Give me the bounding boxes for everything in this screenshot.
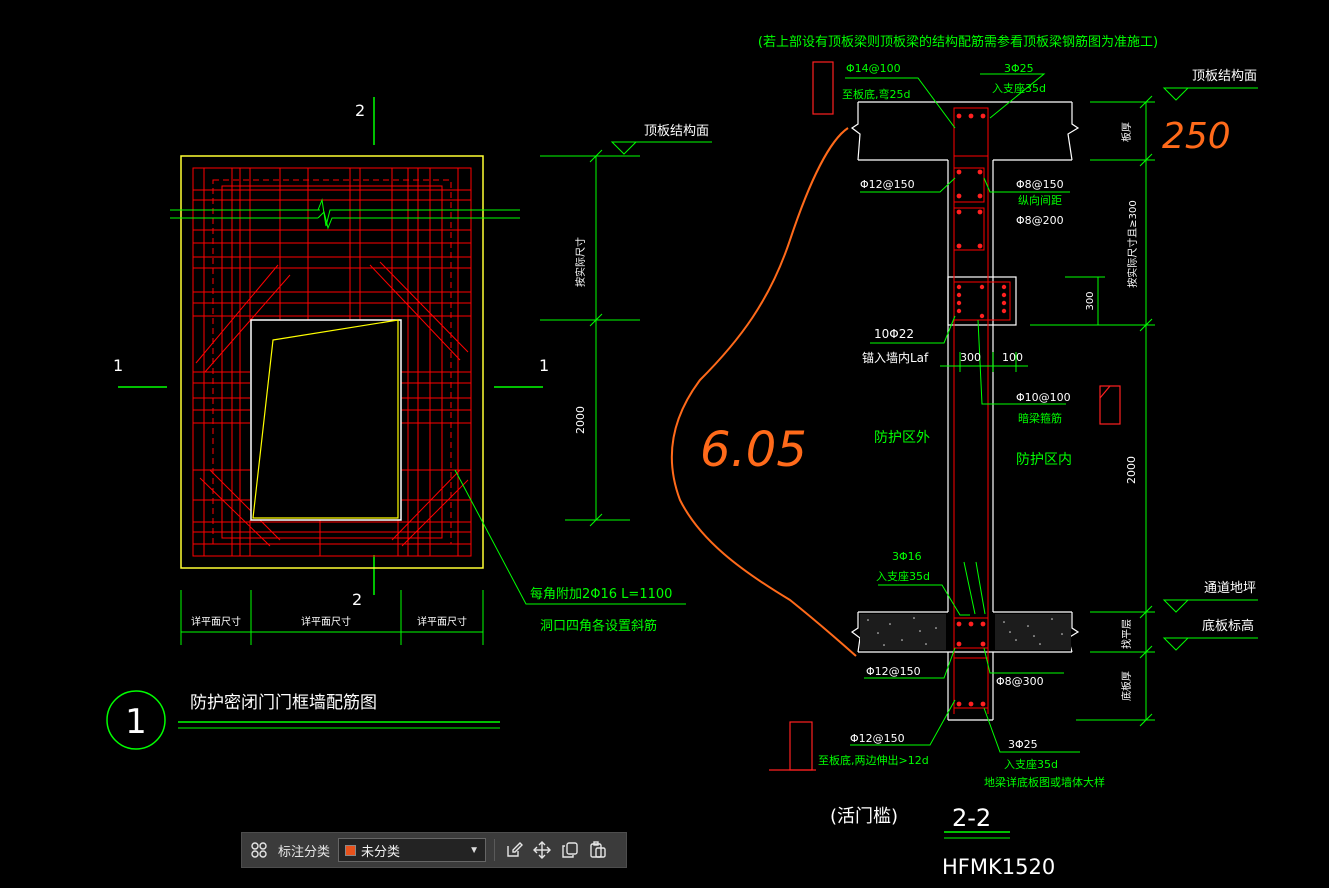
rebar-top-left: Φ14@100 — [846, 62, 901, 75]
hook-sketch-top — [812, 61, 834, 115]
zone-inside: 防护区内 — [1016, 452, 1072, 468]
edit-icon[interactable] — [503, 839, 525, 861]
title-text: 防护密闭门门框墙配筋图 — [190, 693, 377, 713]
hook-sketch-bottom — [789, 721, 813, 771]
rebar-top-right-note: 入支座35d — [992, 81, 1046, 95]
paste-icon[interactable] — [587, 839, 609, 861]
base-fill-left — [860, 614, 946, 650]
rebar-mid-left: Φ12@150 — [860, 178, 915, 191]
annotation-toolbar: 标注分类 未分类 ▼ — [241, 832, 627, 868]
zone-outside: 防护区外 — [874, 430, 930, 446]
dim-right-upper: 按实际尺寸且≥300 — [1126, 200, 1139, 287]
label-top-slab-left: 顶板结构面 — [644, 124, 709, 139]
dim-bottom-mid: 详平面尺寸 — [301, 615, 351, 628]
vertical-dimension — [540, 149, 640, 527]
rebar-mid-right: Φ8@150 — [1016, 178, 1064, 191]
section-mark-1-left: 1 — [113, 356, 123, 375]
section-mark-1-right: 1 — [539, 356, 549, 375]
base-fill-right — [995, 614, 1071, 650]
grid-apps-icon[interactable] — [248, 839, 270, 861]
title-number: 1 — [125, 702, 147, 742]
break-line — [170, 198, 520, 230]
layer-label: 找平层 — [1120, 619, 1133, 649]
rebar-stirrup-note: 暗梁箍筋 — [1018, 411, 1062, 425]
rebar-base-left-note: 至板底,两边伸出>12d — [818, 753, 929, 767]
level-markers — [1162, 87, 1258, 651]
handwritten-top-value: 250 — [1162, 116, 1231, 157]
section-2-2: Φ14@100 至板底,弯25d 3Φ25 入支座35d 顶板结构面 板厚 Φ1… — [769, 61, 1258, 879]
base-slab-label: 底板厚 — [1120, 671, 1133, 701]
slab-thickness-label: 板厚 — [1120, 122, 1133, 142]
callout-sub: 洞口四角各设置斜筋 — [540, 618, 657, 634]
rebar-base-right-note: 入支座35d — [1004, 757, 1058, 771]
category-select[interactable]: 未分类 ▼ — [338, 838, 487, 862]
rebar-stirrup: Φ10@100 — [1016, 391, 1071, 404]
chevron-down-icon: ▼ — [469, 844, 480, 856]
rebar-bottom-main: 3Φ16 — [892, 550, 922, 563]
wall-outline — [180, 155, 484, 569]
rebar-mid-right-2: Φ8@200 — [1016, 214, 1064, 227]
rebar-beam-main: 10Φ22 — [874, 327, 914, 341]
label-bottom-level: 底板标高 — [1202, 618, 1254, 634]
title-circle — [106, 690, 166, 750]
dim-bottom-left: 详平面尺寸 — [191, 615, 241, 628]
section-rebar — [953, 107, 1011, 714]
left-wall-elevation: 2 2 1 1 — [106, 97, 712, 750]
rebar-base-right: 3Φ25 — [1008, 738, 1038, 751]
dim-actual-size-left: 按实际尺寸 — [574, 237, 587, 287]
handwritten-left-value: 6.05 — [700, 422, 807, 478]
rebar-beam-anchor: 锚入墙内Laf — [862, 350, 929, 365]
rebar-bottom-main-note: 入支座35d — [876, 569, 930, 583]
rebar-base-left: Φ12@150 — [850, 732, 905, 745]
rebar-low-left: Φ12@150 — [866, 665, 921, 678]
dim-bottom-right: 详平面尺寸 — [417, 615, 467, 628]
markup-bracket — [670, 127, 857, 657]
top-note: (若上部设有顶板梁则顶板梁的结构配筋需参看顶板梁钢筋图为准施工) — [758, 34, 1158, 50]
section-mark-2-bottom: 2 — [352, 590, 362, 609]
label-floor: 通道地坪 — [1204, 581, 1256, 596]
concrete-speckle — [867, 617, 1063, 646]
rebar-mid-right-note: 纵向间距 — [1018, 193, 1062, 207]
category-label: 标注分类 — [278, 843, 331, 859]
model-code: HFMK1520 — [942, 855, 1055, 879]
caption-section: 2-2 — [952, 804, 991, 832]
move-icon[interactable] — [531, 839, 553, 861]
dim-300: 300 — [960, 351, 981, 364]
dim-100: 100 — [1002, 351, 1023, 364]
category-selected-value: 未分类 — [361, 843, 401, 859]
callout-main: 每角附加2Φ16 L=1100 — [530, 586, 672, 602]
label-top-slab-right: 顶板结构面 — [1192, 69, 1257, 84]
section-dim-chain — [940, 95, 1155, 727]
section-leaders — [845, 73, 1080, 753]
rebar-dots — [956, 113, 1007, 707]
rebar-top-left-note: 至板底,弯25d — [842, 87, 910, 101]
opening-leaf-outline — [252, 319, 399, 519]
handwritten-markup: 250 6.05 — [670, 116, 1231, 657]
rebar-grid — [192, 167, 472, 557]
category-color-swatch — [345, 844, 357, 856]
section-mark-2-top: 2 — [355, 101, 365, 120]
copy-icon[interactable] — [559, 839, 581, 861]
door-opening — [250, 319, 402, 521]
bottom-dimension — [180, 590, 484, 645]
section-outline — [850, 101, 1080, 721]
dim-2000-left: 2000 — [574, 406, 587, 434]
caption-left: (活门槛) — [830, 806, 898, 827]
stirrup-sketch — [1099, 385, 1121, 425]
dim-300-vertical: 300 — [1085, 291, 1096, 310]
dim-right-2000: 2000 — [1125, 456, 1138, 484]
callout-leader — [454, 469, 686, 605]
toolbar-divider — [494, 839, 496, 861]
rebar-low-right: Φ8@300 — [996, 675, 1044, 688]
rebar-top-right: 3Φ25 — [1004, 62, 1034, 75]
rebar-base-right-note2: 地梁详底板图或墙体大样 — [984, 775, 1105, 789]
